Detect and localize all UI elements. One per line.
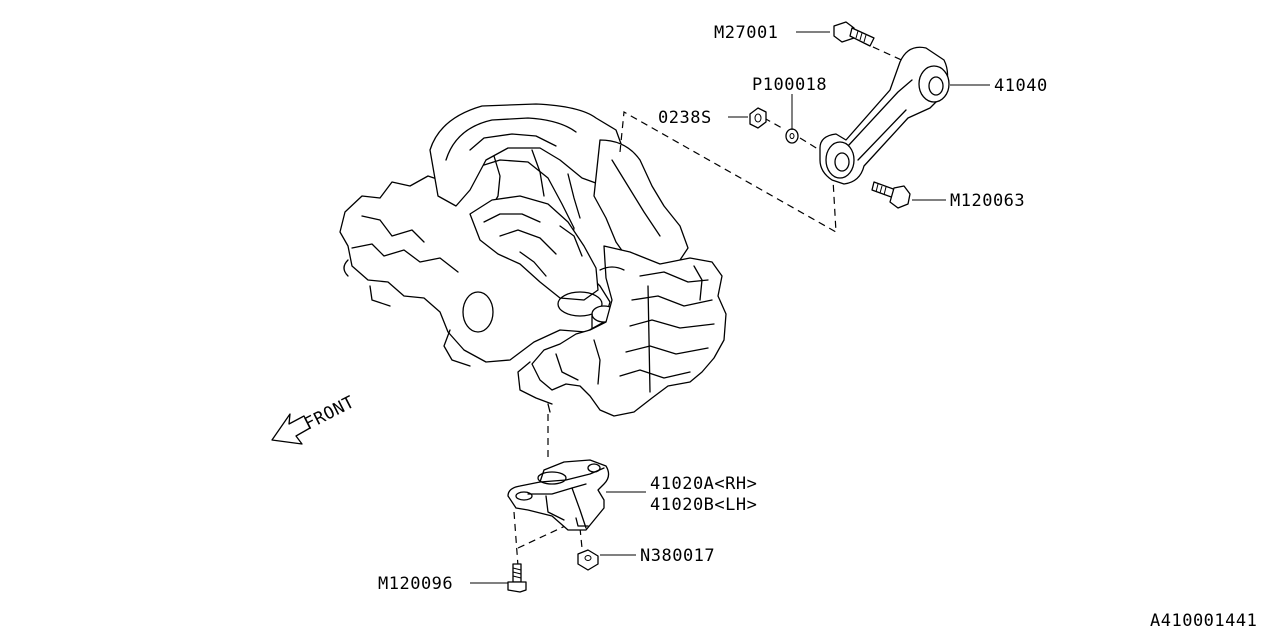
front-label: FRONT: [301, 392, 358, 434]
label-m27001: M27001: [714, 23, 778, 43]
bolt-m120063-drawing: [871, 181, 911, 209]
engine-mount-41020-drawing: [507, 459, 610, 531]
figure-id: A410001441: [1150, 611, 1257, 631]
label-41040: 41040: [994, 76, 1048, 96]
label-m120063: M120063: [950, 191, 1025, 211]
nut-0238s-drawing: [749, 107, 767, 129]
leader-lines: [470, 31, 990, 584]
label-0238s: 0238S: [658, 108, 712, 128]
label-m120096: M120096: [378, 574, 453, 594]
washer-p100018-drawing: [785, 128, 799, 144]
bolt-m120096-drawing: [507, 563, 527, 593]
engine-assembly-drawing: [339, 103, 727, 417]
label-41020b: 41020B<LH>: [650, 495, 757, 515]
label-p100018: P100018: [752, 75, 827, 95]
torque-rod-41040-drawing: [819, 46, 950, 185]
front-direction-arrow: [271, 413, 311, 445]
label-41020a: 41020A<RH>: [650, 474, 757, 494]
label-n380017: N380017: [640, 546, 715, 566]
nut-n380017-drawing: [577, 549, 599, 571]
bolt-m27001-drawing: [833, 21, 875, 47]
